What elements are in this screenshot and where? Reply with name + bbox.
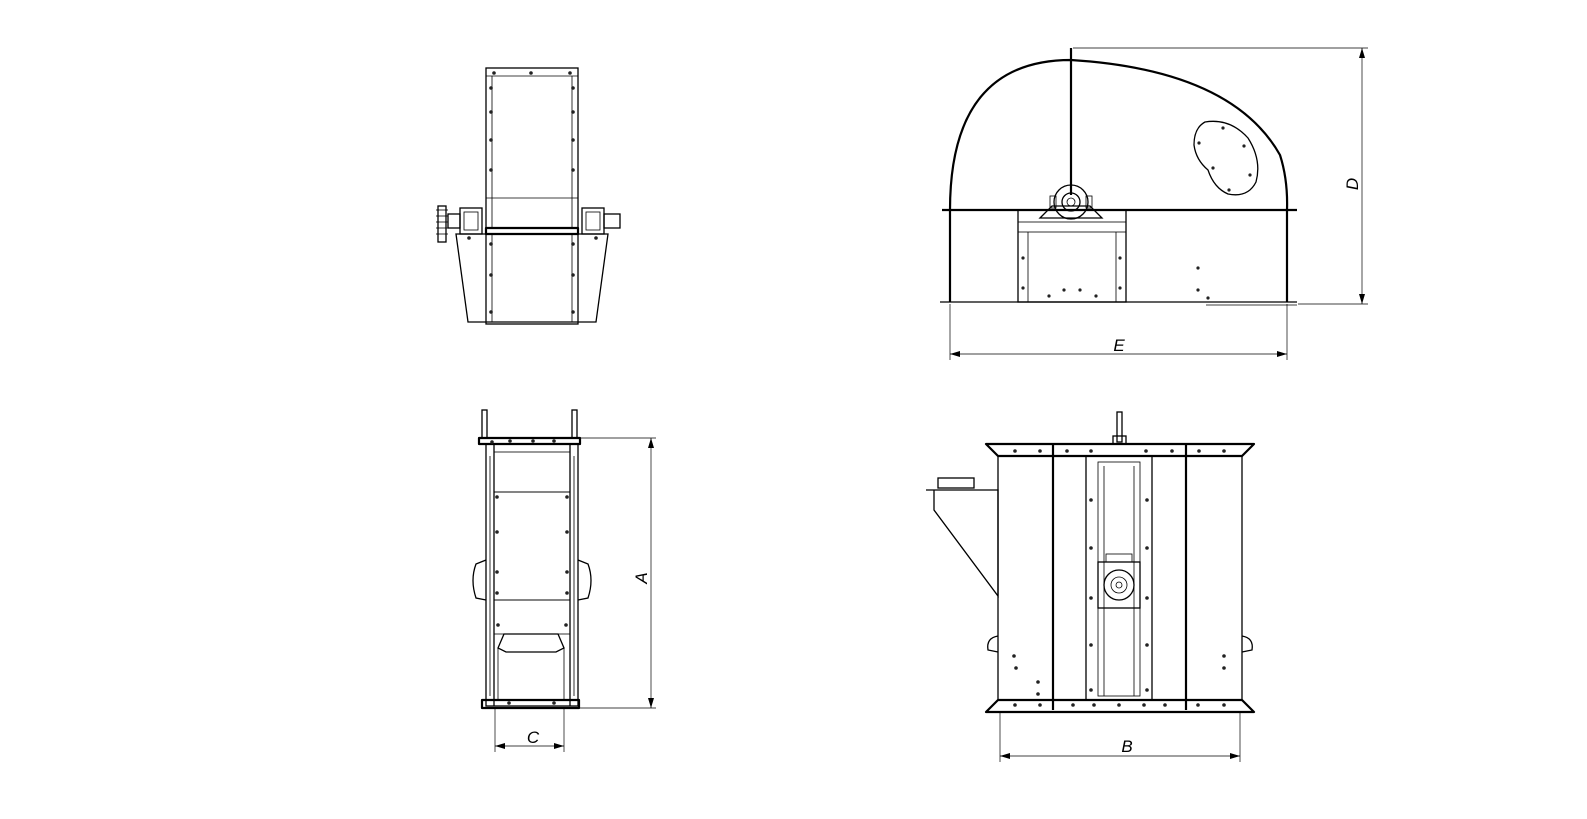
front-view-bottom-left (472, 409, 592, 710)
side-view-top-left (436, 67, 621, 325)
dimension-label-d: D (1343, 178, 1362, 190)
dimension-label-c: C (527, 728, 540, 747)
elevation-view-top-right (940, 48, 1297, 306)
dimension-e: E (949, 304, 1288, 360)
dimension-a: A (580, 437, 656, 709)
dimension-b: B (999, 712, 1241, 762)
dimension-label-e: E (1113, 336, 1125, 355)
dimension-d: D (1073, 47, 1368, 305)
dimension-label-a: A (632, 572, 651, 584)
dimension-c: C (494, 708, 565, 752)
side-view-bottom-right (926, 411, 1256, 714)
dimension-label-b: B (1121, 737, 1132, 756)
